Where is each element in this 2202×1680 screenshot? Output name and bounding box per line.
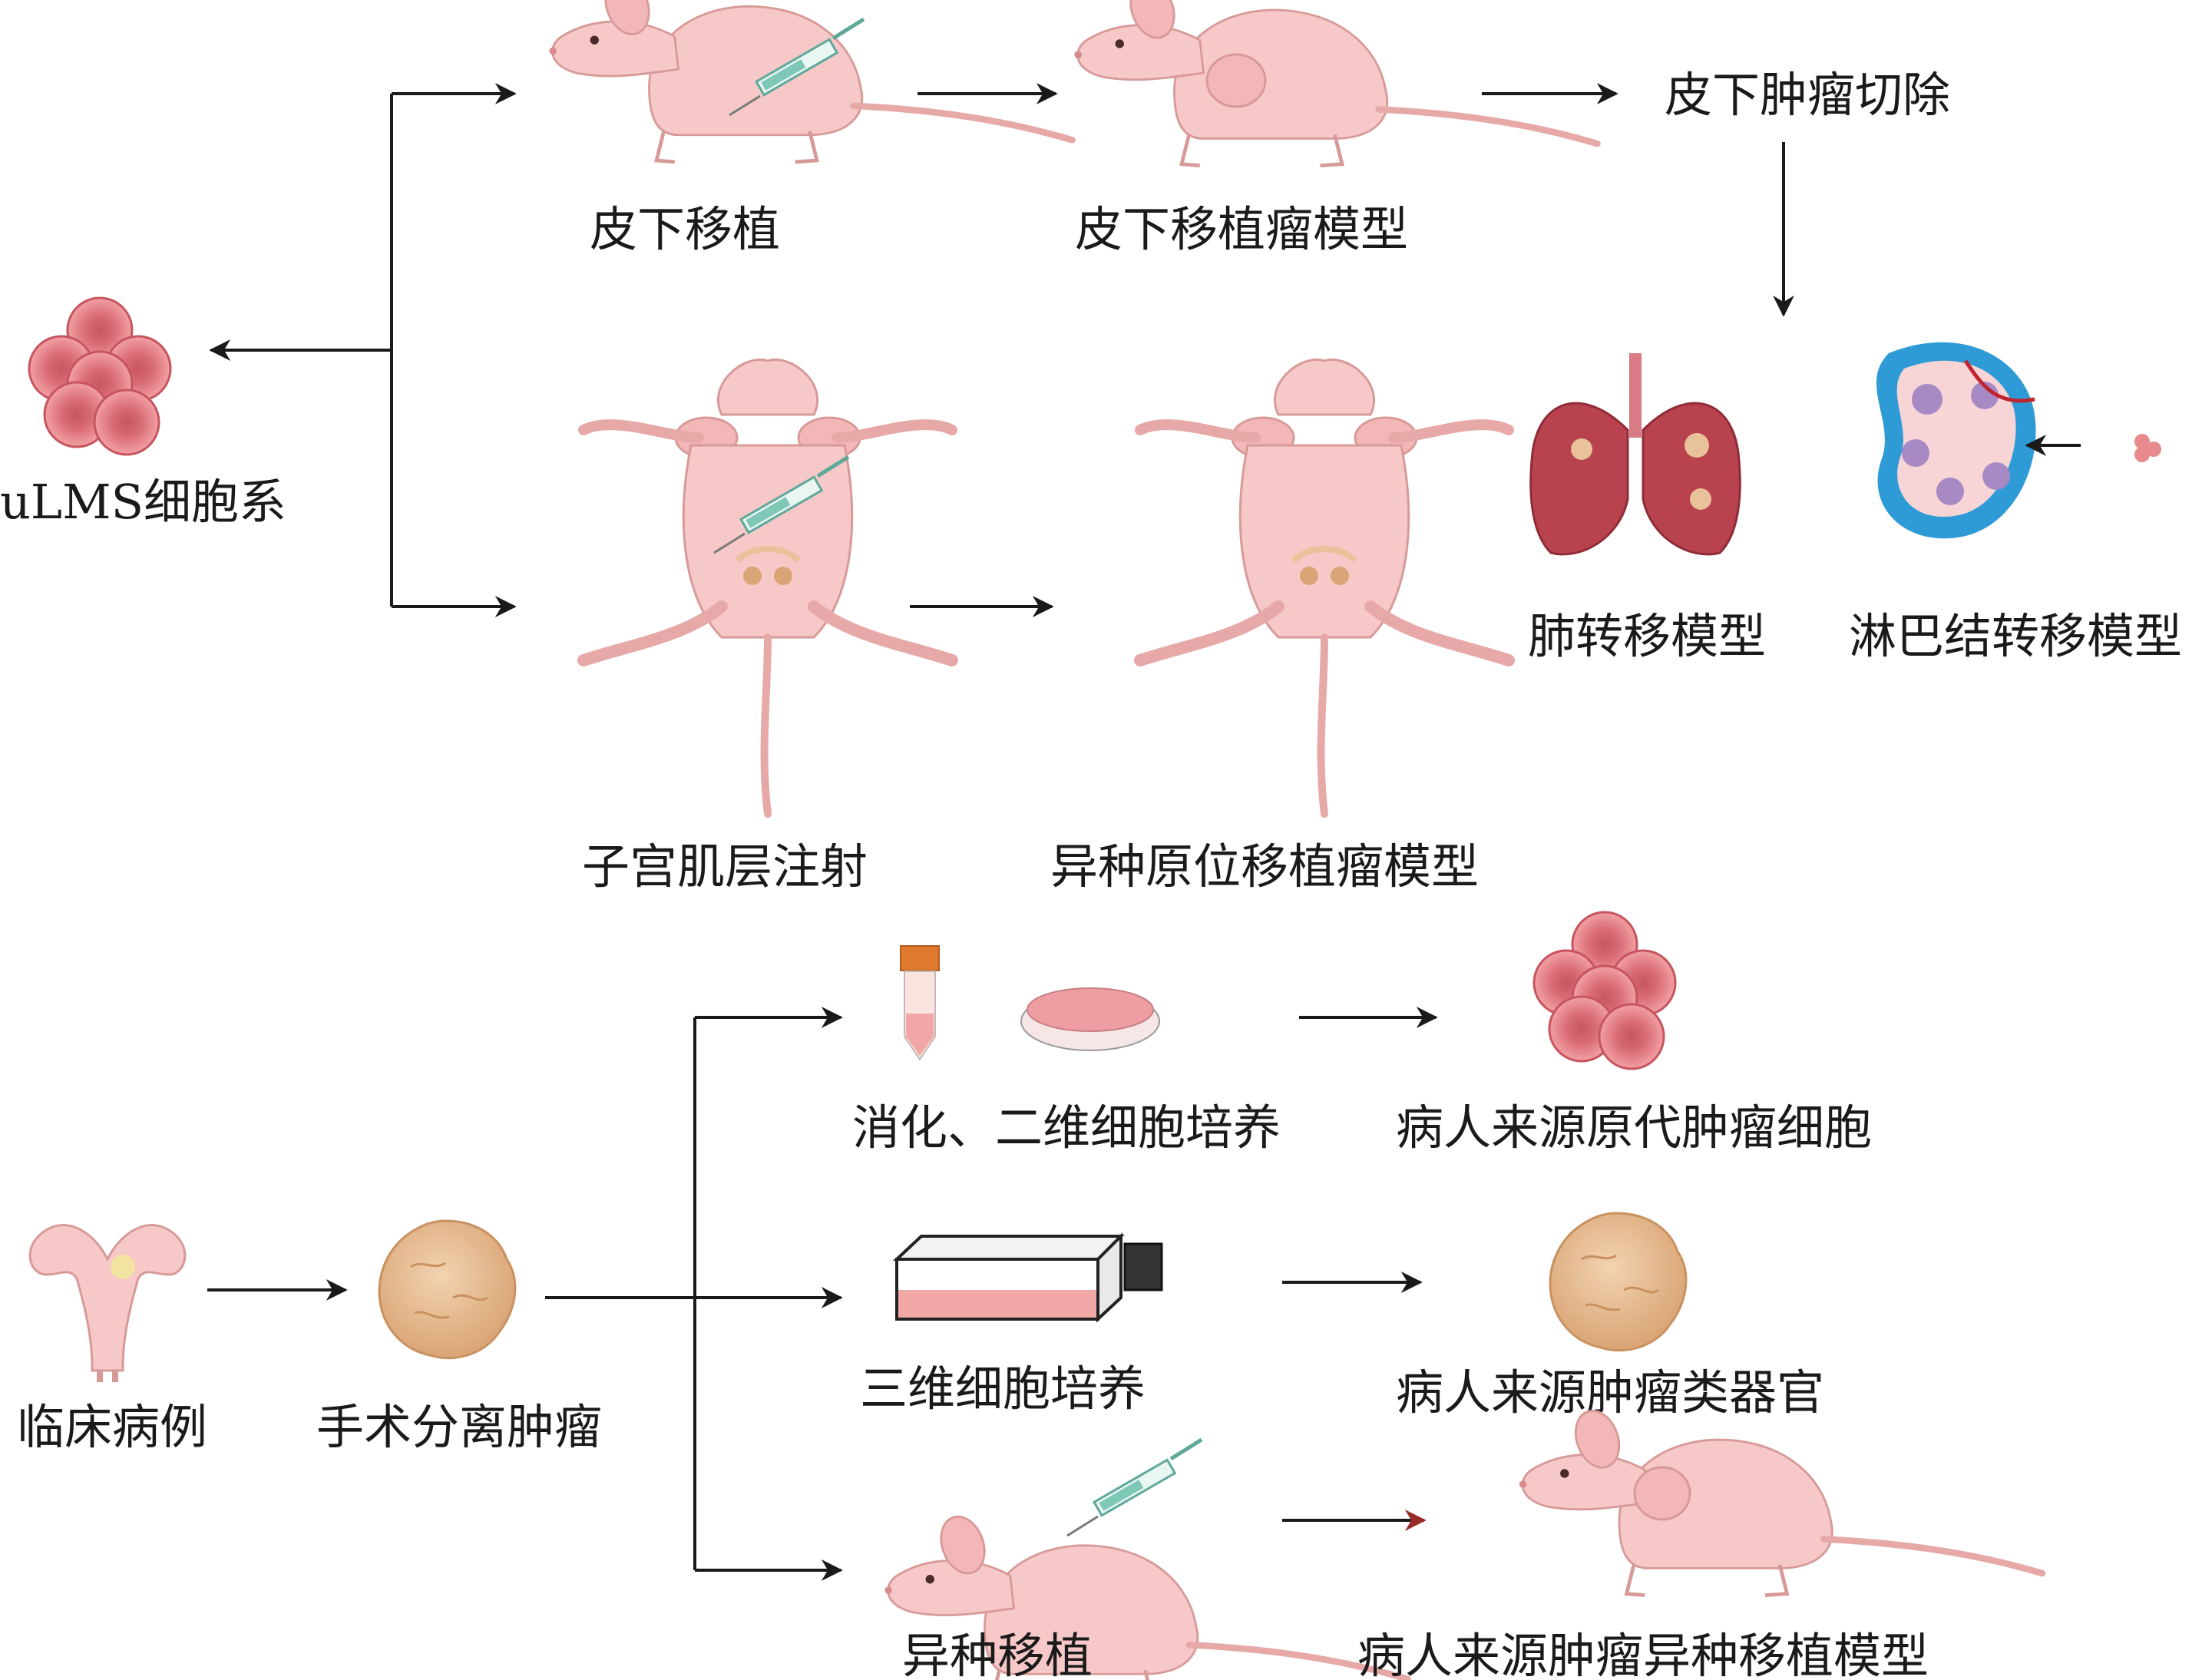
culture-3d-label: 三维细胞培养 [860,1361,1146,1417]
syringe-icon [1067,1440,1202,1536]
lymph-metastasis-label: 淋巴结转移模型 [1849,608,2182,664]
organoid-label: 病人来源肿瘤类器官 [1396,1364,1824,1420]
lung-metastasis-label: 肺转移模型 [1528,608,1766,664]
primary-cells-label: 病人来源原代肿瘤细胞 [1396,1100,1872,1156]
nude-mouse-ventral-icon [1140,359,1509,814]
organoid-icon [1549,1212,1688,1352]
petri-dish-icon [1020,987,1160,1051]
myometrial-injection-label: 子宫肌层注射 [582,838,868,895]
cell-cluster-icon [28,296,172,456]
digestion-2d-label: 消化、二维细胞培养 [852,1100,1281,1156]
lymph-node-icon [1876,342,2161,539]
subcutaneous-tumor-icon [1205,53,1267,108]
surgical-tumor-label: 手术分离肿瘤 [316,1399,602,1455]
orthotopic-model-label: 异种原位移植瘤模型 [1050,838,1479,895]
nude-mouse-icon [549,0,1072,162]
cell-cluster-icon [1532,911,1677,1070]
cell-line-label: uLMS细胞系 [0,474,286,530]
culture-flask-icon [892,1232,1163,1323]
tumor-tissue-icon [378,1219,517,1360]
uterus-icon [28,1224,187,1382]
nude-mouse-tumor-icon [1074,0,1597,166]
nude-mouse-ventral-icon [584,359,952,814]
subcutaneous-model-label: 皮下移植瘤模型 [1075,201,1408,257]
clinical-case-label: 临床病例 [17,1399,207,1455]
lung-icon [1529,353,1741,556]
nude-mouse-tumor-icon [1519,1405,2042,1596]
subcutaneous-transplant-label: 皮下移植 [590,201,780,257]
centrifuge-tube-icon [900,945,940,1061]
pdx-model-label: 病人来源肿瘤异种移植模型 [1357,1628,1929,1680]
xenograft-label: 异种移植 [902,1628,1093,1680]
subcutaneous-tumor-icon [1633,1466,1691,1521]
tumor-resection-label: 皮下肿瘤切除 [1665,67,1950,123]
